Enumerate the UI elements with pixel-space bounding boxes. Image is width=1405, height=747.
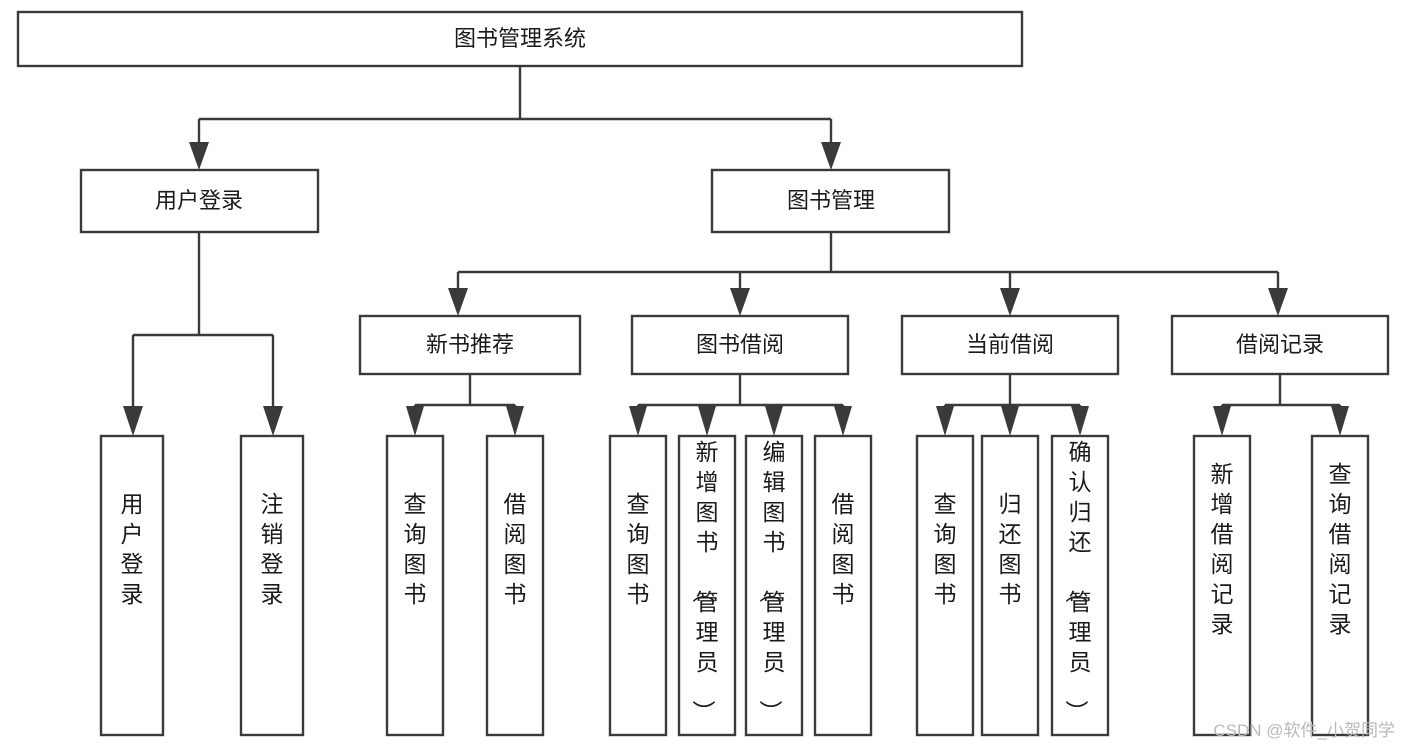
arrow-to-leaf-query-book-3 [936, 406, 954, 436]
node-book-borrow-label: 图书借阅 [696, 332, 784, 357]
node-leaf-logout-login-box[interactable] [239, 434, 305, 737]
arrow-to-leaf-add-record [1213, 406, 1231, 436]
node-book-manage-label: 图书管理 [787, 188, 875, 213]
node-leaf-query-record-label: 查询借阅记录 [1329, 461, 1352, 637]
arrow-to-user-login [189, 142, 209, 170]
node-book-manage-box[interactable] [710, 168, 951, 234]
arrowhead-layer [123, 142, 1349, 436]
node-leaf-borrow-book-1-label: 借阅图书 [504, 491, 527, 607]
arrow-to-leaf-logout-login [263, 406, 283, 436]
node-leaf-query-book-1[interactable]: 查询图书 [385, 434, 445, 737]
node-leaf-query-record[interactable]: 查询借阅记录 [1310, 434, 1370, 737]
arrow-to-borrow-record [1268, 288, 1288, 316]
node-leaf-logout-login[interactable]: 注销登录 [239, 434, 305, 737]
connector-root-trunk [197, 66, 833, 142]
node-leaf-query-book-3[interactable]: 查询图书 [915, 434, 975, 737]
node-leaf-logout-login-label: 注销登录 [261, 491, 284, 607]
node-book-manage[interactable]: 图书管理 [710, 168, 951, 234]
node-leaf-query-book-2-label: 查询图书 [627, 491, 650, 607]
node-leaf-add-record-box[interactable] [1192, 434, 1252, 737]
node-leaf-user-login-label: 用户登录 [121, 491, 144, 607]
connector-layer [131, 66, 1342, 407]
node-borrow-record-box[interactable] [1170, 314, 1390, 376]
node-current-borrow-box[interactable] [900, 314, 1120, 376]
connector-borrow-record-trunk [1220, 375, 1342, 407]
node-leaf-query-book-1-box[interactable] [385, 434, 445, 737]
csdn-watermark: CSDN @软件_小贺同学 [1213, 721, 1395, 740]
node-leaf-query-book-2[interactable]: 查询图书 [608, 434, 668, 737]
arrow-to-book-manage [821, 142, 841, 170]
node-new-book-recommend[interactable]: 新书推荐 [358, 314, 582, 376]
node-leaf-user-login-box[interactable] [99, 434, 165, 737]
connector-book-manage-trunk [456, 233, 1280, 288]
node-leaf-query-book-2-box[interactable] [608, 434, 668, 737]
node-user-login[interactable]: 用户登录 [79, 168, 320, 234]
node-borrow-record-label: 借阅记录 [1236, 332, 1324, 357]
arrow-to-leaf-borrow-book-2 [834, 406, 852, 436]
arrow-to-leaf-user-login [123, 406, 143, 436]
connector-user-login-trunk [131, 233, 275, 406]
node-leaf-confirm-return-box[interactable] [1050, 434, 1110, 737]
node-root-label: 图书管理系统 [454, 26, 586, 51]
node-current-borrow-label: 当前借阅 [966, 332, 1054, 357]
node-leaf-return-book[interactable]: 归还图书 [980, 434, 1040, 737]
node-root-box[interactable] [16, 10, 1024, 68]
arrow-to-leaf-query-book-2 [629, 406, 647, 436]
arrow-to-current-borrow [1000, 288, 1020, 316]
node-leaf-add-record[interactable]: 新增借阅记录 [1192, 434, 1252, 737]
node-leaf-query-book-1-label: 查询图书 [404, 491, 427, 607]
arrow-to-new-book-recommend [448, 288, 468, 316]
node-leaf-borrow-book-2-label: 借阅图书 [832, 491, 855, 607]
node-leaf-edit-book-label: 编辑图书（管理员） [758, 439, 786, 723]
node-root[interactable]: 图书管理系统 [16, 10, 1024, 68]
node-leaf-return-book-box[interactable] [980, 434, 1040, 737]
node-leaf-add-record-label: 新增借阅记录 [1211, 461, 1234, 637]
arrow-to-leaf-query-record [1331, 406, 1349, 436]
node-book-borrow-box[interactable] [630, 314, 850, 376]
node-leaf-add-book-label: 新增图书（管理员） [691, 439, 719, 723]
arrow-to-leaf-return-book [1001, 406, 1019, 436]
node-current-borrow[interactable]: 当前借阅 [900, 314, 1120, 376]
node-leaf-borrow-book-1[interactable]: 借阅图书 [485, 434, 545, 737]
node-leaf-borrow-book-1-box[interactable] [485, 434, 545, 737]
node-user-login-box[interactable] [79, 168, 320, 234]
node-leaf-confirm-return[interactable]: 确认归还（管理员） [1050, 434, 1110, 737]
node-leaf-query-book-3-box[interactable] [915, 434, 975, 737]
node-leaf-add-book-box[interactable] [677, 434, 737, 737]
node-leaf-add-book[interactable]: 新增图书（管理员） [677, 434, 737, 737]
arrow-to-leaf-edit-book [765, 406, 783, 436]
arrow-to-book-borrow [730, 288, 750, 316]
node-leaf-confirm-return-label: 确认归还（管理员） [1064, 439, 1092, 723]
connector-current-borrow-trunk [943, 375, 1082, 407]
connector-new-book-trunk [413, 375, 517, 407]
node-user-login-label: 用户登录 [155, 188, 243, 213]
node-borrow-record[interactable]: 借阅记录 [1170, 314, 1390, 376]
node-book-borrow[interactable]: 图书借阅 [630, 314, 850, 376]
arrow-to-leaf-confirm-return [1071, 406, 1089, 436]
connector-book-borrow-trunk [636, 375, 845, 407]
node-leaf-query-record-box[interactable] [1310, 434, 1370, 737]
arrow-to-leaf-query-book-1 [406, 406, 424, 436]
node-leaf-query-book-3-label: 查询图书 [934, 491, 957, 607]
node-leaf-edit-book-box[interactable] [744, 434, 804, 737]
arrow-to-leaf-add-book [698, 406, 716, 436]
node-leaf-return-book-label: 归还图书 [999, 491, 1022, 607]
node-new-book-recommend-box[interactable] [358, 314, 582, 376]
node-leaf-borrow-book-2-box[interactable] [813, 434, 873, 737]
arrow-to-leaf-borrow-book-1 [506, 406, 524, 436]
node-leaf-edit-book[interactable]: 编辑图书（管理员） [744, 434, 804, 737]
node-new-book-recommend-label: 新书推荐 [426, 332, 514, 357]
node-leaf-user-login[interactable]: 用户登录 [99, 434, 165, 737]
node-leaf-borrow-book-2[interactable]: 借阅图书 [813, 434, 873, 737]
